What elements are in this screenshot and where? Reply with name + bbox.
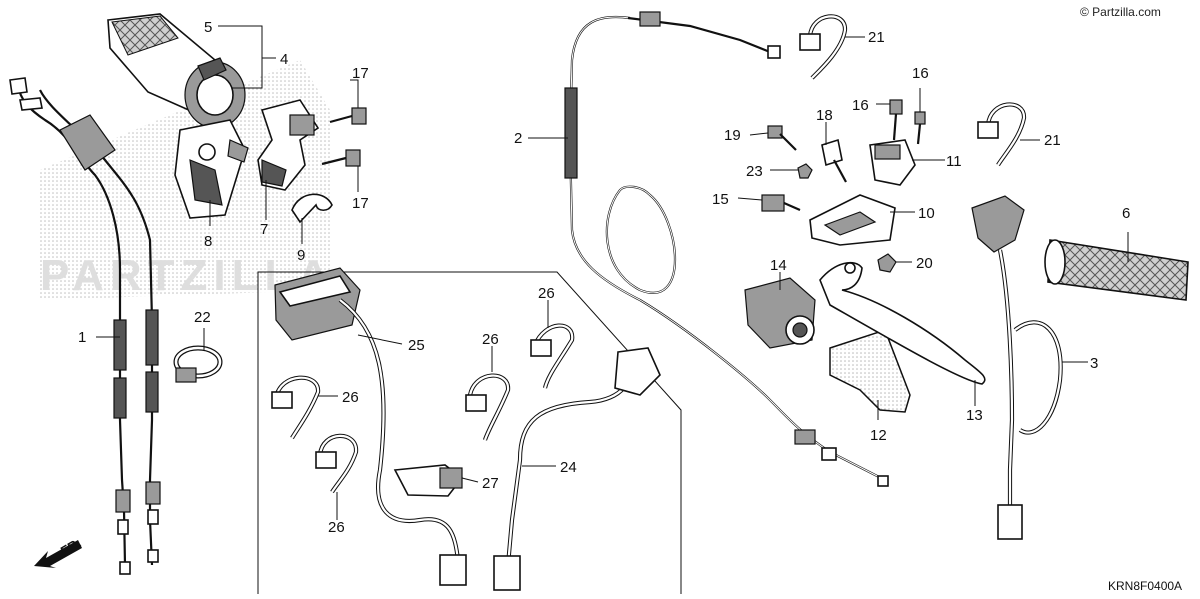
switch-15 bbox=[761, 194, 801, 212]
throttle-cables bbox=[9, 77, 161, 575]
callout-24: 24 bbox=[560, 459, 577, 476]
callout-16-left: 16 bbox=[852, 97, 869, 114]
callout-15: 15 bbox=[712, 191, 729, 208]
callout-25: 25 bbox=[408, 337, 425, 354]
clutch-cable-2 bbox=[564, 11, 889, 487]
bolt-19 bbox=[767, 125, 797, 151]
bolt-18 bbox=[821, 138, 847, 183]
callout-5: 5 bbox=[204, 19, 212, 36]
callout-13: 13 bbox=[966, 407, 983, 424]
callout-12: 12 bbox=[870, 427, 887, 444]
callout-1: 1 bbox=[78, 329, 86, 346]
clamp-27 bbox=[393, 464, 464, 497]
left-grip-6 bbox=[1044, 239, 1189, 301]
holder-cap-11 bbox=[869, 139, 916, 186]
callout-6: 6 bbox=[1122, 205, 1130, 222]
copyright-text: © Partzilla.com bbox=[1080, 5, 1161, 19]
front-direction-arrow-icon: FR. bbox=[34, 535, 84, 568]
callout-9: 9 bbox=[297, 247, 305, 264]
throttle-housing-upper bbox=[257, 99, 320, 191]
lever-guard-12 bbox=[829, 329, 911, 413]
callout-23: 23 bbox=[746, 163, 763, 180]
throttle-housing-lower bbox=[174, 119, 249, 219]
callout-26-a: 26 bbox=[538, 285, 555, 302]
clamp-26-c bbox=[271, 375, 321, 440]
nut-23 bbox=[797, 163, 813, 179]
diagram-code: KRN8F0400A bbox=[1108, 579, 1182, 593]
callout-17-upper: 17 bbox=[352, 65, 369, 82]
engine-stop-switch-25 bbox=[274, 267, 467, 586]
callout-26-c: 26 bbox=[342, 389, 359, 406]
hot-start-lever-14 bbox=[744, 277, 816, 349]
clamp-21-upper bbox=[799, 14, 848, 80]
callout-numbers: 5 4 17 17 8 7 9 1 22 2 21 21 16 16 18 19… bbox=[78, 19, 1130, 536]
callout-21-lower: 21 bbox=[1044, 132, 1061, 149]
callout-19: 19 bbox=[724, 127, 741, 144]
callout-14: 14 bbox=[770, 257, 787, 274]
clamp-21-lower bbox=[977, 102, 1027, 167]
cable-guide-9 bbox=[291, 193, 333, 224]
bolt-17-lower bbox=[321, 149, 361, 167]
callout-22: 22 bbox=[194, 309, 211, 326]
lever-holder-10 bbox=[809, 194, 896, 246]
callout-2: 2 bbox=[514, 130, 522, 147]
callout-26-b: 26 bbox=[482, 331, 499, 348]
clamp-26-d bbox=[315, 433, 359, 494]
callout-16-right: 16 bbox=[912, 65, 929, 82]
callout-10: 10 bbox=[918, 205, 935, 222]
callout-7: 7 bbox=[260, 221, 268, 238]
band-22 bbox=[173, 345, 223, 383]
clutch-lever-13 bbox=[819, 261, 986, 385]
callout-17-lower: 17 bbox=[352, 195, 369, 212]
callout-4: 4 bbox=[280, 51, 288, 68]
callout-27: 27 bbox=[482, 475, 499, 492]
clamp-26-a bbox=[530, 323, 575, 389]
callout-21-upper: 21 bbox=[868, 29, 885, 46]
callout-26-d: 26 bbox=[328, 519, 345, 536]
callout-8: 8 bbox=[204, 233, 212, 250]
callout-18: 18 bbox=[816, 107, 833, 124]
throttle-grip bbox=[107, 13, 246, 129]
callout-20: 20 bbox=[916, 255, 933, 272]
bolt-17-upper bbox=[329, 107, 367, 125]
harness-24 bbox=[493, 347, 661, 591]
leader-lines bbox=[96, 25, 1129, 520]
clamp-26-b bbox=[465, 373, 511, 441]
callout-3: 3 bbox=[1090, 355, 1098, 372]
callout-11: 11 bbox=[946, 153, 962, 170]
nut-20 bbox=[877, 253, 897, 273]
switch-harness-3 bbox=[971, 195, 1063, 540]
inset-frame bbox=[257, 271, 682, 594]
